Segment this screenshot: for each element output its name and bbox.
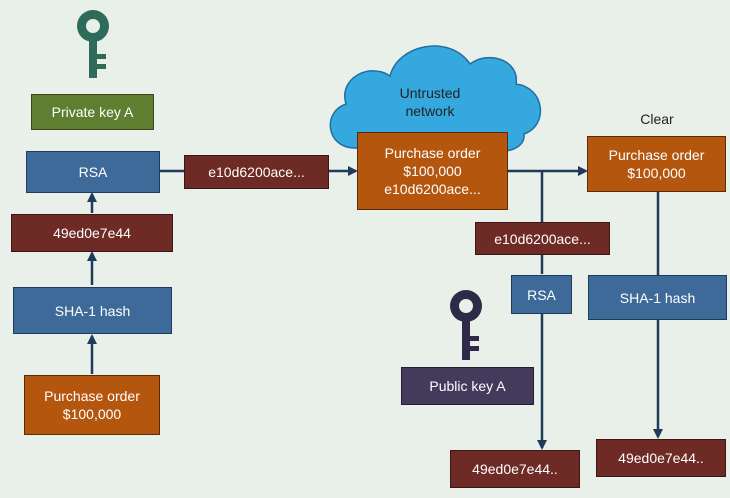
hash-verify-label: 49ed0e7e44.. bbox=[472, 461, 558, 477]
purchase-order-mid-label: Purchase order $100,000 e10d6200ace... bbox=[384, 145, 481, 197]
sha-left-box: SHA-1 hash bbox=[13, 287, 172, 334]
purchase-order-left-label: Purchase order $100,000 bbox=[44, 388, 140, 422]
rsa-verify-box: RSA bbox=[511, 275, 572, 314]
signature-right-label: e10d6200ace... bbox=[494, 230, 591, 247]
rsa-sign-box: RSA bbox=[26, 151, 160, 193]
key-icon bbox=[450, 290, 482, 360]
hash-left-label: 49ed0e7e44 bbox=[53, 225, 131, 241]
signature-box: e10d6200ace... bbox=[184, 155, 329, 189]
hash-verify-box: 49ed0e7e44.. bbox=[450, 450, 580, 488]
signature-right-box: e10d6200ace... bbox=[475, 222, 610, 255]
purchase-order-right-label: Purchase order $100,000 bbox=[608, 147, 705, 181]
hash-left-box: 49ed0e7e44 bbox=[11, 214, 173, 252]
purchase-order-right-box: Purchase order $100,000 bbox=[587, 136, 726, 192]
private-key-label: Private key A bbox=[51, 104, 134, 120]
key-icon bbox=[77, 10, 109, 78]
rsa-sign-label: RSA bbox=[78, 164, 108, 180]
cloud-label: Untrusted network bbox=[399, 85, 461, 119]
public-key-box: Public key A bbox=[401, 367, 534, 405]
private-key-box: Private key A bbox=[31, 94, 154, 130]
public-key-label: Public key A bbox=[429, 378, 506, 394]
hash-right-label: 49ed0e7e44.. bbox=[618, 450, 704, 466]
hash-right-box: 49ed0e7e44.. bbox=[596, 439, 726, 477]
purchase-order-left-box: Purchase order $100,000 bbox=[24, 375, 160, 435]
clear-label: Clear bbox=[640, 111, 674, 127]
sha-right-label: SHA-1 hash bbox=[619, 289, 696, 306]
purchase-order-mid-box: Purchase order $100,000 e10d6200ace... bbox=[357, 132, 508, 210]
signature-label: e10d6200ace... bbox=[208, 164, 305, 180]
rsa-verify-label: RSA bbox=[527, 286, 556, 303]
cloud-icon bbox=[329, 45, 541, 152]
sha-right-box: SHA-1 hash bbox=[588, 275, 727, 320]
sha-left-label: SHA-1 hash bbox=[54, 302, 131, 319]
